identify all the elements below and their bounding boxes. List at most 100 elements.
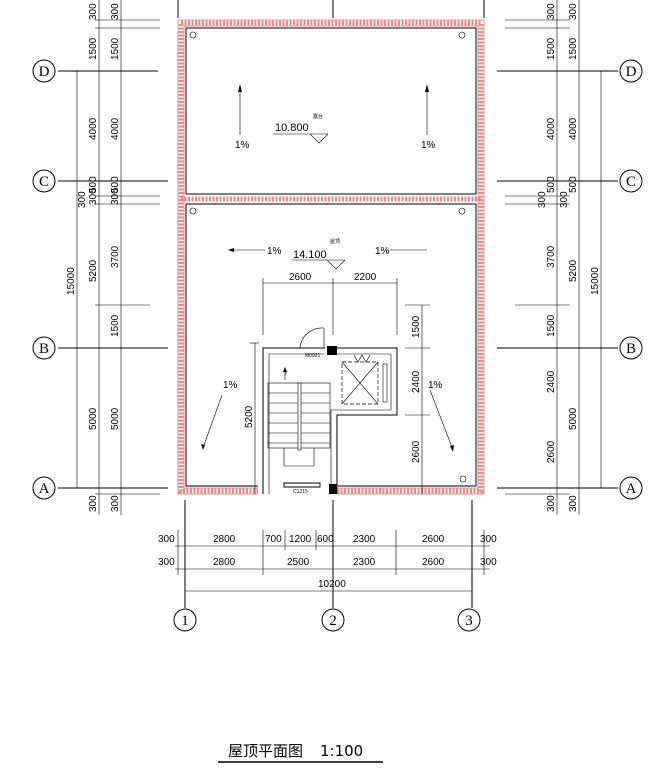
dimension-label: 4000 bbox=[88, 117, 99, 140]
dimension-label: 2 bbox=[329, 613, 337, 629]
dimension-label: 3 bbox=[465, 613, 473, 629]
right-dimensions: 300 1500 4000 500 300 3700 1500 2400 260… bbox=[537, 3, 601, 512]
dimension-label: 5200 bbox=[568, 259, 579, 282]
drawing-title: 屋顶平面图 1:100 bbox=[218, 742, 383, 763]
dimension-label: 1500 bbox=[546, 314, 557, 337]
grid-lines bbox=[58, 0, 618, 608]
dimension-label: 1:100 bbox=[320, 742, 363, 760]
dimension-label: 1500 bbox=[88, 37, 99, 60]
roof-slope-right: 1% bbox=[375, 246, 390, 257]
axis-b-left: B bbox=[32, 336, 56, 360]
dimension-label: C bbox=[626, 174, 636, 190]
dimension-label: 300 bbox=[158, 534, 175, 545]
axis-d-right: D bbox=[619, 59, 643, 83]
dimension-label: 4000 bbox=[546, 117, 557, 140]
dimension-label: 2500 bbox=[287, 557, 310, 568]
axis-2: 2 bbox=[321, 608, 345, 632]
axis-bubbles: D C B A D C B A 1 2 3 bbox=[32, 59, 643, 632]
axis-d-left: D bbox=[32, 59, 56, 83]
core-width-1: 2600 bbox=[289, 272, 312, 283]
dimension-label: 300 bbox=[568, 3, 579, 20]
left-dimensions: 300 1500 4000 500 300 5200 5000 300 300 … bbox=[66, 3, 121, 512]
dimension-label: 3700 bbox=[110, 245, 121, 268]
dimension-label: A bbox=[39, 481, 50, 497]
stair-elevator-core: M0921 C1215 下 2600 2200 1500 2400 2600 bbox=[244, 272, 430, 495]
dimension-label: 500 bbox=[88, 176, 99, 193]
dimension-label: 1500 bbox=[110, 37, 121, 60]
axis-a-left: A bbox=[32, 476, 56, 500]
dimension-label: 2300 bbox=[353, 557, 376, 568]
axis-1: 1 bbox=[173, 608, 197, 632]
dimension-label: 5000 bbox=[88, 407, 99, 430]
terrace-elevation: 10.800 bbox=[275, 122, 309, 134]
dimension-label: 3700 bbox=[546, 245, 557, 268]
dimension-label: 2600 bbox=[546, 440, 557, 463]
door-label: M0921 bbox=[305, 353, 321, 359]
dimension-label: B bbox=[39, 341, 49, 357]
dimension-label: 15000 bbox=[590, 267, 601, 295]
dimension-label: 500 bbox=[568, 176, 579, 193]
core-height-2: 2400 bbox=[411, 370, 422, 393]
dimension-label: D bbox=[39, 64, 50, 80]
axis-c-left: C bbox=[32, 169, 56, 193]
terrace-slope-right: 1% bbox=[421, 140, 436, 151]
roof-slope-se: 1% bbox=[428, 380, 443, 391]
terrace-area: 1% 1% 露台 10.800 bbox=[235, 84, 436, 151]
dimension-label: 300 bbox=[480, 557, 497, 568]
bottom-dimensions: 300 2800 700 1200 600 2300 2600 300 300 … bbox=[158, 534, 497, 590]
dimension-label: 5000 bbox=[568, 407, 579, 430]
dimension-label: 4000 bbox=[568, 117, 579, 140]
dimension-label: 300 bbox=[110, 495, 121, 512]
dimension-label: 1500 bbox=[546, 37, 557, 60]
core-height-left: 5200 bbox=[244, 405, 255, 428]
core-width-2: 2200 bbox=[354, 272, 377, 283]
dimension-label: 300 bbox=[88, 495, 99, 512]
dimension-label: 300 bbox=[537, 191, 548, 208]
dimension-label: 600 bbox=[317, 534, 334, 545]
dimension-label: 300 bbox=[559, 191, 570, 208]
dimension-label: C bbox=[39, 174, 49, 190]
dimension-label: 2800 bbox=[213, 557, 236, 568]
dimension-label: 5000 bbox=[110, 407, 121, 430]
dimension-label: 4000 bbox=[110, 117, 121, 140]
dimension-label: 1200 bbox=[289, 534, 312, 545]
dimension-label: 300 bbox=[568, 495, 579, 512]
roof-area: 1% 1% 屋顶 14.100 1% 1% bbox=[201, 239, 454, 452]
dimension-label: 10200 bbox=[318, 579, 346, 590]
axis-a-right: A bbox=[619, 476, 643, 500]
dimension-label: 15000 bbox=[66, 267, 77, 295]
core-height-1: 1500 bbox=[411, 315, 422, 338]
dimension-label: 300 bbox=[77, 191, 88, 208]
roof-slope-left: 1% bbox=[267, 246, 282, 257]
dimension-label: 300 bbox=[88, 188, 99, 205]
dimension-label: D bbox=[626, 64, 637, 80]
dimension-label: 300 bbox=[110, 3, 121, 20]
dimension-label: 1 bbox=[181, 613, 189, 629]
dimension-label: 1500 bbox=[110, 314, 121, 337]
roof-elevation: 14.100 bbox=[293, 249, 327, 261]
axis-c-right: C bbox=[619, 169, 643, 193]
dimension-label: 300 bbox=[88, 3, 99, 20]
dimension-label: 5200 bbox=[88, 259, 99, 282]
dimension-label: 2600 bbox=[422, 557, 445, 568]
dimension-label: 500 bbox=[546, 176, 557, 193]
dimension-label: 2300 bbox=[353, 534, 376, 545]
dimension-label: 2400 bbox=[546, 370, 557, 393]
dimension-label: 500 bbox=[110, 176, 121, 193]
dimension-label: 300 bbox=[546, 495, 557, 512]
dimension-label: 300 bbox=[546, 3, 557, 20]
dimension-label: A bbox=[626, 481, 637, 497]
dimension-label: 屋顶平面图 bbox=[228, 742, 303, 760]
core-height-3: 2600 bbox=[411, 440, 422, 463]
axis-b-right: B bbox=[619, 336, 643, 360]
roof-slope-sw: 1% bbox=[223, 380, 238, 391]
terrace-slope-left: 1% bbox=[235, 140, 250, 151]
dimension-label: 300 bbox=[480, 534, 497, 545]
window-label: C1215 bbox=[293, 489, 308, 495]
dimension-label: B bbox=[626, 341, 636, 357]
dimension-label: 300 bbox=[158, 557, 175, 568]
dimension-label: 2800 bbox=[213, 534, 236, 545]
stair-down-label: 下 bbox=[283, 371, 288, 377]
dimension-label: 300 bbox=[110, 188, 121, 205]
